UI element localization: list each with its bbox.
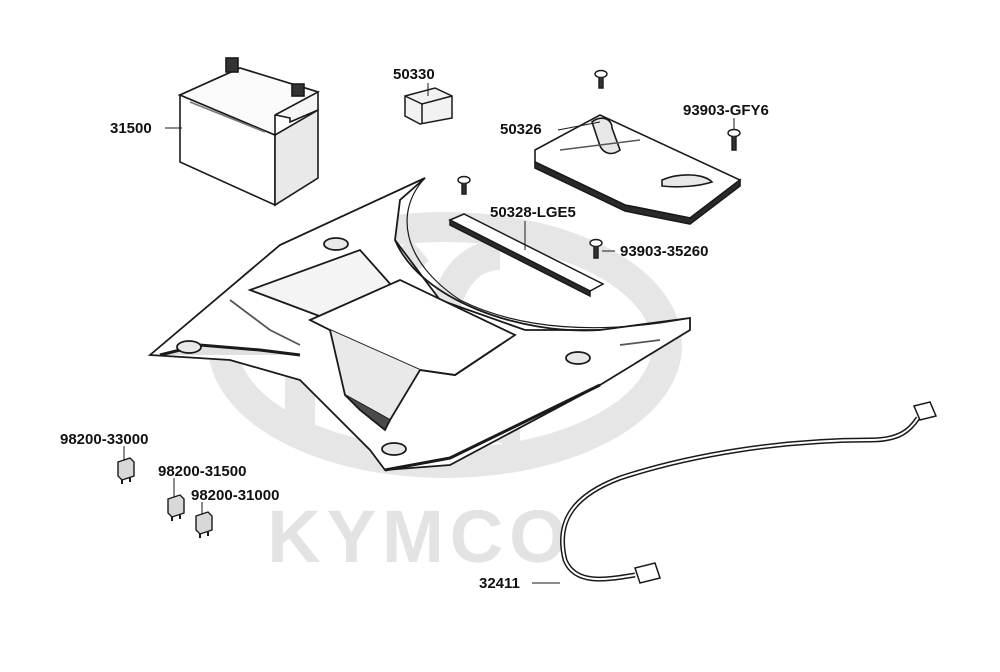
- battery-illustration: [177, 57, 321, 207]
- label-fuse-30a: 98200-33000: [60, 431, 149, 448]
- screw-cover: [727, 128, 741, 151]
- fuse-30a-illustration: [117, 457, 135, 484]
- label-ground-cable: 32411: [479, 575, 520, 592]
- leader-50326: [557, 121, 601, 131]
- kymco-watermark-text: KYMCO: [267, 495, 572, 578]
- label-battery: 31500: [110, 120, 152, 137]
- label-fuse-15a: 98200-31500: [158, 463, 247, 480]
- label-strap: 50328-LGE5: [490, 204, 576, 221]
- label-cover-screw: 93903-GFY6: [683, 102, 769, 119]
- leader-lines: [123, 83, 735, 584]
- label-strap-screw: 93903-35260: [620, 243, 709, 260]
- fuse-15a-illustration: [167, 494, 185, 521]
- battery-pad-illustration: [404, 87, 453, 125]
- ground-cable-illustration: [559, 401, 938, 584]
- label-fuse-10a: 98200-31000: [191, 487, 280, 504]
- floor-panel-illustration: [147, 177, 691, 472]
- strap-illustration: [448, 213, 605, 298]
- label-battery-pad: 50330: [393, 66, 435, 83]
- label-battery-cover: 50326: [500, 121, 542, 138]
- fuse-10a-illustration: [195, 511, 213, 538]
- battery-cover-illustration: [534, 114, 742, 225]
- screw-strap: [589, 238, 603, 259]
- screw-mid: [457, 175, 471, 195]
- screw-top: [594, 69, 608, 89]
